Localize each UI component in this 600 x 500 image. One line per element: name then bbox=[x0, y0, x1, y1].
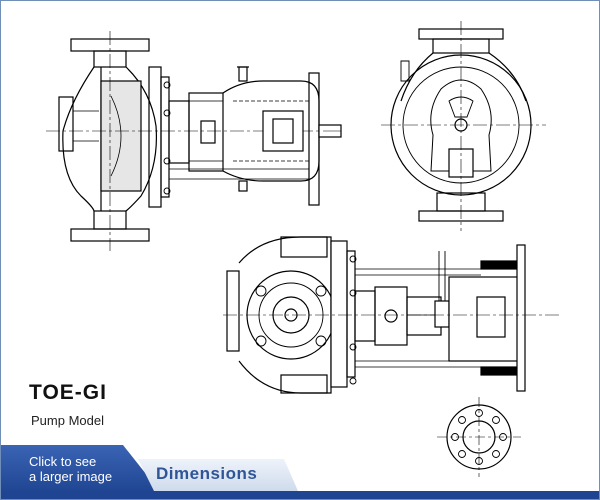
flange-detail-view bbox=[437, 397, 521, 477]
model-title: TOE-GI bbox=[29, 381, 107, 404]
view-larger-image-line1: Click to see bbox=[29, 454, 97, 469]
front-view bbox=[381, 21, 546, 231]
plan-view bbox=[223, 236, 561, 394]
side-elevation-view bbox=[46, 31, 342, 251]
bottom-accent-bar bbox=[1, 491, 599, 499]
model-subtitle: Pump Model bbox=[31, 413, 104, 428]
tab-dimensions[interactable]: Dimensions bbox=[138, 459, 298, 491]
view-larger-image-label: Click to see a larger image bbox=[29, 454, 112, 484]
tab-dimensions-label: Dimensions bbox=[156, 464, 258, 483]
view-larger-image-line2: a larger image bbox=[29, 469, 113, 484]
